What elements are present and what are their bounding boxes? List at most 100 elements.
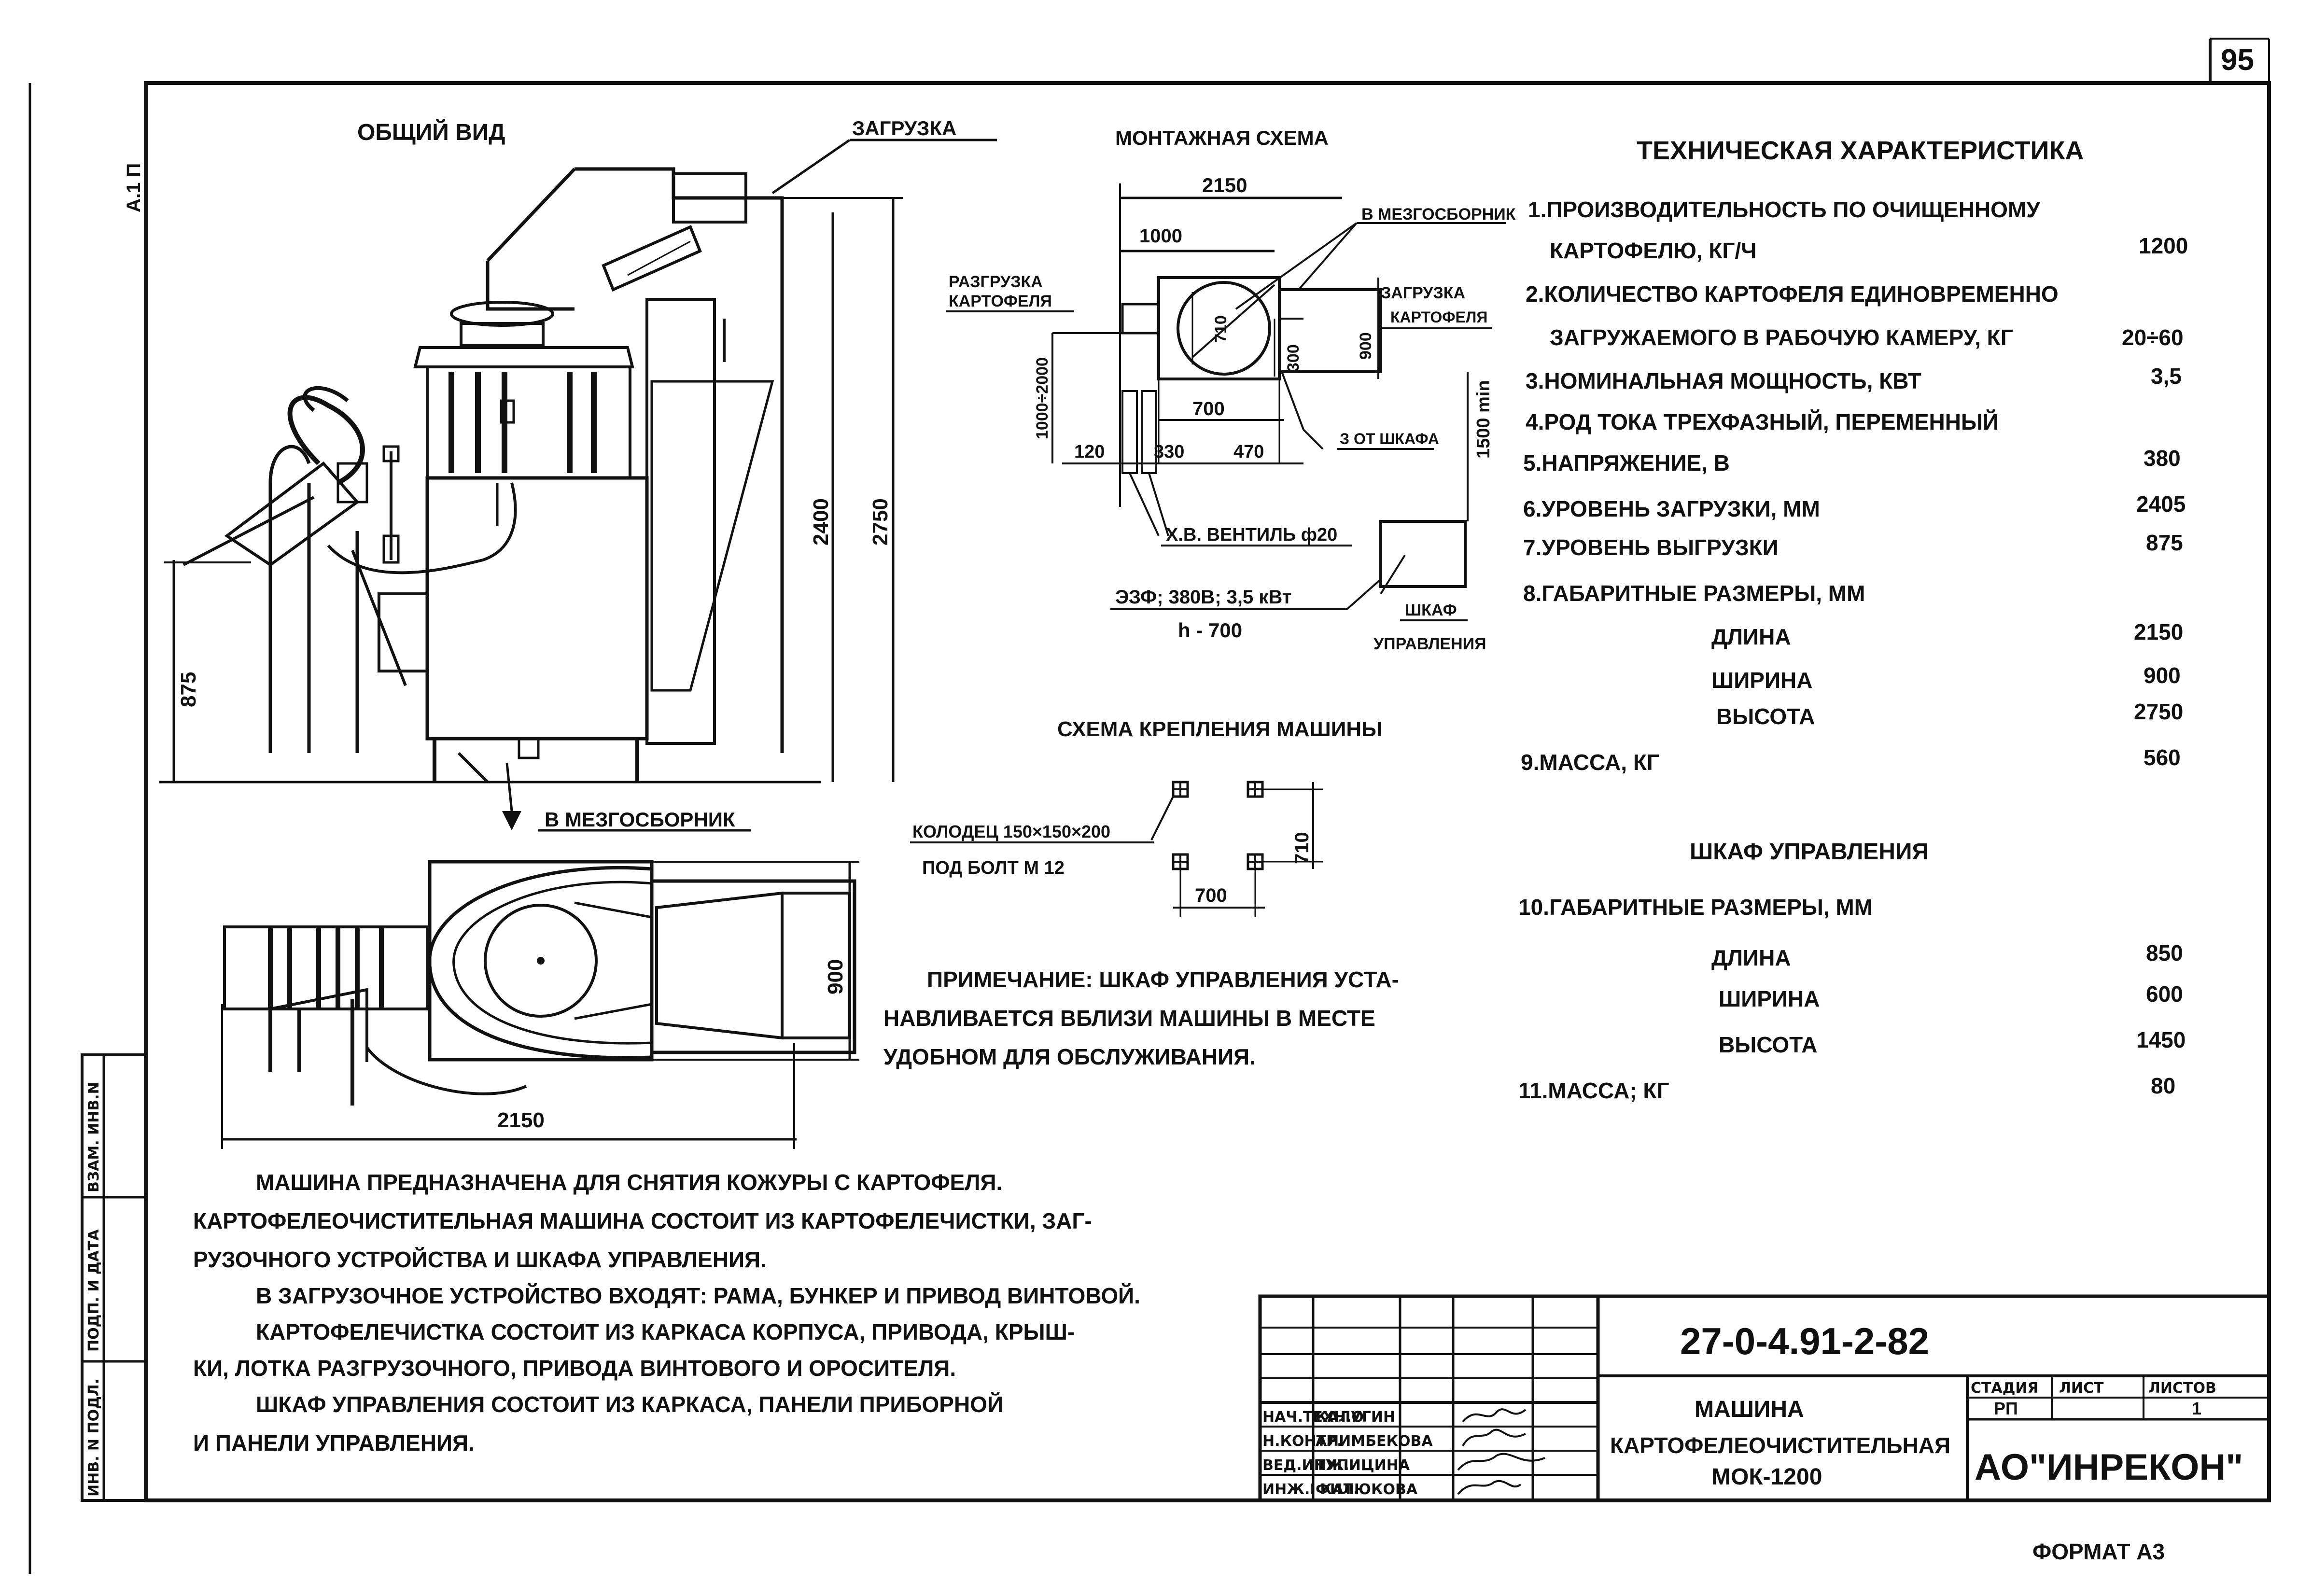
side-stamp-label-2: ПОДП. И ДАТА [85,1229,102,1352]
stage-value: РП [1994,1399,2018,1418]
ms-load-label-2: КАРТОФЕЛЯ [1390,308,1487,326]
desc-line-2: КАРТОФЕЛЕОЧИСТИТЕЛЬНАЯ МАШИНА СОСТОИТ ИЗ… [193,1208,1092,1233]
side-stamp-label-1: ВЗАМ. ИНВ.N [85,1082,102,1192]
signature-scribble-4 [1457,1480,1522,1495]
desc-line-4: В ЗАГРУЗОЧНОЕ УСТРОЙСТВО ВХОДЯТ: РАМА, Б… [256,1283,1140,1308]
tech-spec-title: ТЕХНИЧЕСКАЯ ХАРАКТЕРИСТИКА [1637,136,2084,165]
spec-row-4-value: 20÷60 [2122,325,2184,350]
cab-row-4-value: 1450 [2136,1027,2186,1052]
spec-row-7-value: 380 [2144,446,2181,471]
cab-row-3-label: ШИРИНА [1719,986,1820,1011]
note-line-3: УДОБНОМ ДЛЯ ОБСЛУЖИВАНИЯ. [883,1044,1256,1069]
sig-name-3: ТУПИЦИНА [1316,1457,1410,1474]
side-stamp-label-3: ИНВ. N ПОДЛ. [85,1379,102,1497]
spec-row-10-label: 8.ГАБАРИТНЫЕ РАЗМЕРЫ, ММ [1523,581,1865,606]
cab-row-3-value: 600 [2146,981,2183,1007]
page-number: 95 [2221,43,2254,77]
general-view: ОБЩИЙ ВИД ЗАГРУЗКА [159,117,997,832]
sig-name-2: АЛИМБЕКОВА [1316,1433,1433,1450]
side-stamp: ВЗАМ. ИНВ.N ПОДП. И ДАТА ИНВ. N ПОДЛ. [81,1053,147,1502]
peeler-base [425,476,649,741]
ms-dim-2150: 2150 [1202,174,1247,196]
desc-line-3: РУЗОЧНОГО УСТРОЙСТВА И ШКАФА УПРАВЛЕНИЯ. [193,1247,767,1272]
spec-row-4-label: ЗАГРУЖАЕМОГО В РАБОЧУЮ КАМЕРУ, КГ [1550,325,2013,350]
plan-view: 2150 900 [221,860,859,1149]
plan-hopper [655,891,784,1040]
ms-mezgo-label: В МЕЗГОСБОРНИК [1361,205,1516,224]
ms-dim-300: 300 [1284,344,1303,372]
cabinet-spec-title: ШКАФ УПРАВЛЕНИЯ [1690,839,1929,865]
fixing-bolt-label: ПОД БОЛТ М 12 [922,858,1065,878]
ms-power-label: ЭЗФ; 380В; 3,5 кВт [1115,587,1291,608]
ms-dim-900: 900 [1357,332,1375,360]
fixing-well-label: КОЛОДЕЦ 150×150×200 [912,822,1110,841]
general-view-title: ОБЩИЙ ВИД [357,119,505,145]
waste-outlet-label: В МЕЗГОСБОРНИК [545,808,735,831]
spec-row-9-value: 875 [2146,530,2183,555]
note-line-2: НАВЛИВАЕТСЯ ВБЛИЗИ МАШИНЫ В МЕСТЕ [883,1006,1375,1031]
desc-line-1: МАШИНА ПРЕДНАЗНАЧЕНА ДЛЯ СНЯТИЯ КОЖУРЫ С… [256,1170,1002,1195]
cab-row-2-label: ДЛИНА [1711,945,1791,970]
sheet-frame [144,81,2271,1502]
cabinet-spec: ШКАФ УПРАВЛЕНИЯ 10.ГАБАРИТНЫЕ РАЗМЕРЫ, М… [1518,839,2186,1103]
mounting-title: МОНТАЖНАЯ СХЕМА [1115,126,1329,149]
ms-load-label-1: ЗАГРУЗКА [1381,284,1465,302]
fixing-title: СХЕМА КРЕПЛЕНИЯ МАШИНЫ [1057,717,1382,741]
ms-dim-700: 700 [1192,398,1225,420]
margin-code: А.1 П [123,163,144,212]
col-sheets: ЛИСТОВ [2148,1380,2216,1397]
doc-code: 27-0-4.91-2-82 [1680,1320,1929,1362]
dim-2750: 2750 [869,498,892,546]
fixing-scheme: СХЕМА КРЕПЛЕНИЯ МАШИНЫ КОЛОДЕЦ 150×150×2… [910,717,1382,917]
sig-role-4: ИНЖ.I КАТ. [1262,1481,1359,1498]
doc-title-2: КАРТОФЕЛЕОЧИСТИТЕЛЬНАЯ [1610,1433,1950,1458]
spec-row-7-label: 5.НАПРЯЖЕНИЕ, В [1523,450,1730,476]
signature-scribble-3 [1457,1453,1545,1471]
spec-row-2-label: КАРТОФЕЛЮ, КГ/Ч [1550,238,1757,263]
cab-row-1-label: 10.ГАБАРИТНЫЕ РАЗМЕРЫ, ММ [1518,895,1873,920]
ms-cabinet [1379,520,1467,588]
cab-row-5-label: 11.МАССА; КГ [1518,1078,1669,1103]
doc-title-1: МАШИНА [1695,1397,1804,1422]
description: МАШИНА ПРЕДНАЗНАЧЕНА ДЛЯ СНЯТИЯ КОЖУРЫ С… [193,1170,1140,1456]
tech-spec: ТЕХНИЧЕСКАЯ ХАРАКТЕРИСТИКА 1.ПРОИЗВОДИТЕ… [1521,136,2188,775]
hopper [672,172,747,224]
loader-chute [602,224,702,292]
desc-line-5: КАРТОФЕЛЕЧИСТКА СОСТОИТ ИЗ КАРКАСА КОРПУ… [256,1319,1075,1344]
ms-dim-330: 330 [1154,442,1184,462]
col-sheet: ЛИСТ [2059,1380,2104,1397]
title-block: 27-0-4.91-2-82 МАШИНА КАРТОФЕЛЕОЧИСТИТЕЛ… [1258,1294,2271,1502]
peeler-drum [426,365,631,479]
spec-row-12-label: ШИРИНА [1711,668,1812,693]
cab-row-2-value: 850 [2146,940,2183,966]
spec-row-12-value: 900 [2144,663,2181,688]
company-name: АО"ИНРЕКОН" [1975,1447,2243,1488]
fixing-dim-700: 700 [1195,885,1227,906]
ms-dim-470: 470 [1233,442,1264,462]
plan-dim-2150: 2150 [497,1108,545,1132]
mounting-scheme: МОНТАЖНАЯ СХЕМА 2150 1000 В МЕЗГОСБОРНИК… [946,126,1516,653]
ms-valve-label: Х.В. ВЕНТИЛЬ ф20 [1166,525,1337,545]
spec-row-6-label: 4.РОД ТОКА ТРЕХФАЗНЫЙ, ПЕРЕМЕННЫЙ [1526,409,1999,434]
desc-line-6: КИ, ЛОТКА РАЗГРУЗОЧНОГО, ПРИВОДА ВИНТОВО… [193,1356,956,1381]
spec-row-5-value: 3,5 [2151,364,2182,389]
fixing-dim-710: 710 [1291,832,1313,864]
signature-scribble-2 [1462,1428,1526,1447]
plan-drum [484,904,598,1018]
ms-dim-710: 710 [1212,315,1230,343]
spec-row-13-value: 2750 [2134,699,2183,724]
sig-name-1: КАЛУГИН [1316,1409,1395,1426]
spec-row-2-value: 1200 [2139,233,2188,258]
spec-row-11-label: ДЛИНА [1711,624,1791,649]
ms-unload-label-2: КАРТОФЕЛЯ [949,292,1052,310]
dim-2400: 2400 [809,498,833,546]
note: ПРИМЕЧАНИЕ: ШКАФ УПРАВЛЕНИЯ УСТА- НАВЛИВ… [883,967,1399,1069]
doc-title-3: МОК-1200 [1711,1464,1822,1490]
ms-cabinet-label-1: ШКАФ [1405,601,1457,619]
note-line-1: ПРИМЕЧАНИЕ: ШКАФ УПРАВЛЕНИЯ УСТА- [927,967,1399,992]
spring-coil [287,395,365,485]
spec-row-8-label: 6.УРОВЕНЬ ЗАГРУЗКИ, ММ [1523,496,1820,521]
ms-dim-1500: 1500 min [1473,380,1494,459]
plan-dim-900: 900 [824,959,847,994]
